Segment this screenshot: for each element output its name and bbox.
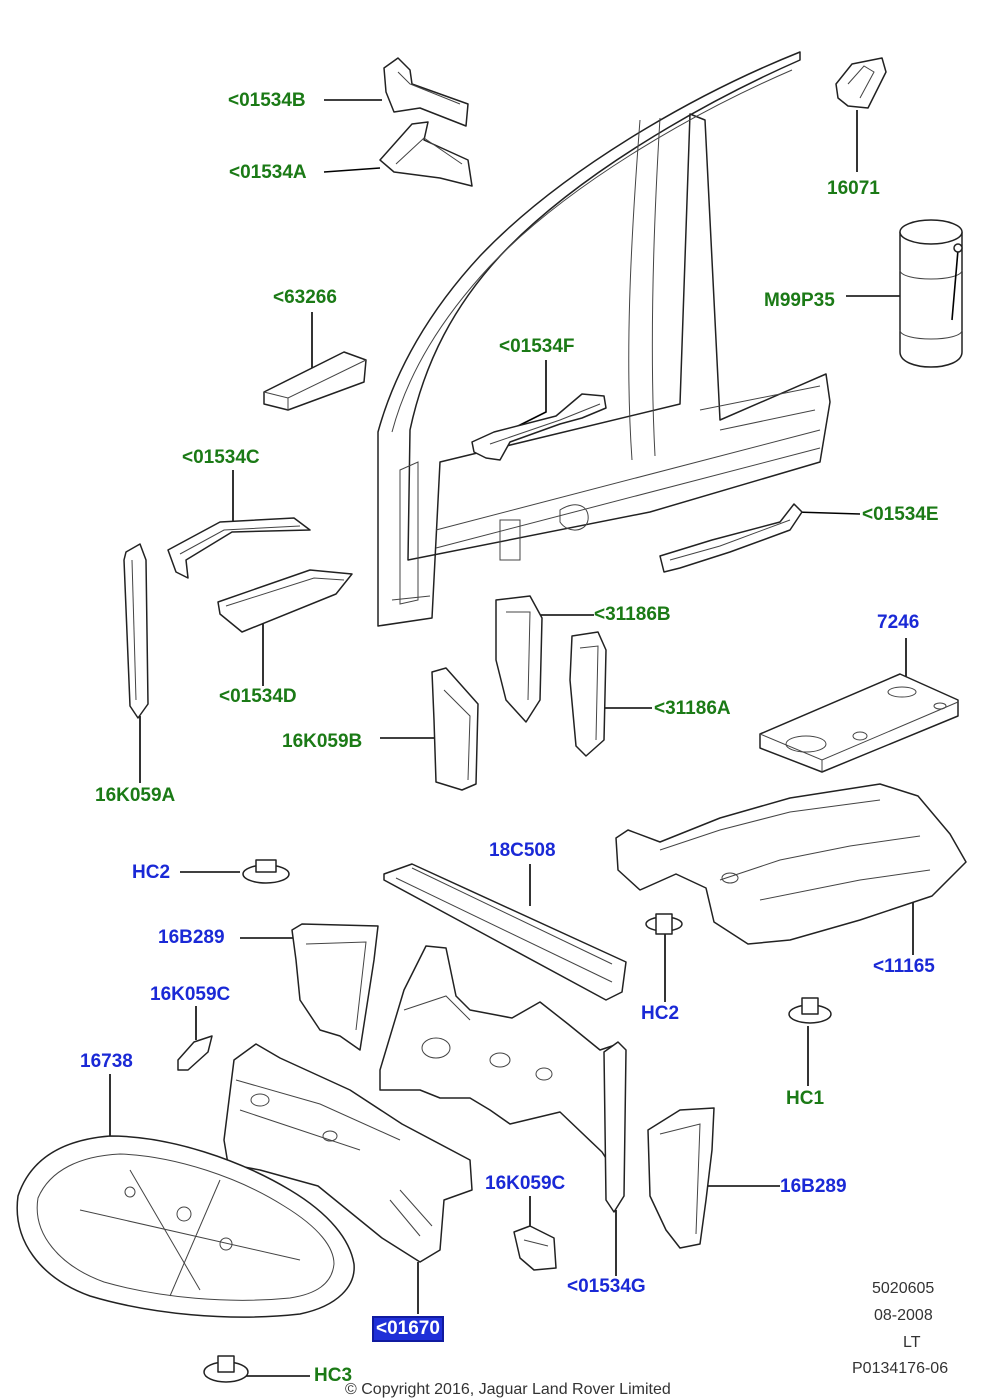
callout-16071[interactable]: 16071	[827, 178, 880, 199]
callout-M99P35[interactable]: M99P35	[764, 290, 835, 311]
hc2-fastener-right	[645, 913, 683, 935]
part-16K059C-left	[177, 1035, 213, 1071]
callout-HC1[interactable]: HC1	[786, 1088, 825, 1109]
callout-11165[interactable]: <11165	[873, 956, 935, 977]
callout-01534F[interactable]: <01534F	[499, 336, 575, 357]
part-16K059C-right	[513, 1225, 557, 1271]
callout-16K059C-right[interactable]: 16K059C	[485, 1173, 566, 1194]
part-7246	[759, 673, 959, 773]
callout-01534C[interactable]: <01534C	[182, 447, 260, 468]
hc1-fastener	[788, 997, 832, 1024]
leader-lines	[109, 99, 914, 1377]
callout-16B289-right[interactable]: 16B289	[780, 1176, 847, 1197]
part-dash-panel-lower-01670	[223, 1043, 473, 1263]
callout-01534D[interactable]: <01534D	[219, 686, 297, 707]
callout-01534E[interactable]: <01534E	[862, 504, 939, 525]
part-01534G	[603, 1041, 627, 1213]
part-16K059B	[431, 667, 479, 791]
diagram-code: 5020605	[872, 1280, 935, 1297]
diagram-date: 08-2008	[874, 1307, 933, 1324]
fasteners	[203, 859, 832, 1383]
part-M99P35-can	[899, 219, 963, 368]
part-01534F	[471, 393, 607, 461]
callout-01534G[interactable]: <01534G	[567, 1276, 646, 1297]
part-01534E	[659, 503, 803, 573]
part-16B289-left	[291, 923, 379, 1051]
callout-16K059A[interactable]: 16K059A	[95, 785, 176, 806]
part-18C508	[383, 863, 627, 1001]
callout-01534A[interactable]: <01534A	[229, 162, 307, 183]
callout-16K059B[interactable]: 16K059B	[282, 731, 363, 752]
part-01534C	[167, 517, 311, 579]
body-side-panel	[377, 51, 831, 627]
part-16738-tray	[16, 1135, 355, 1318]
hc3-fastener	[203, 1355, 249, 1383]
callout-16K059C-left[interactable]: 16K059C	[150, 984, 231, 1005]
callout-HC3[interactable]: HC3	[314, 1365, 353, 1386]
callout-63266[interactable]: <63266	[273, 287, 337, 308]
callout-16738[interactable]: 16738	[80, 1051, 133, 1072]
callout-01670-selected[interactable]: <01670	[372, 1316, 444, 1342]
part-16071	[835, 57, 887, 109]
part-31186B	[495, 595, 543, 723]
callout-HC2-left[interactable]: HC2	[132, 862, 171, 883]
plate-number: P0134176-06	[852, 1360, 949, 1377]
part-63266	[263, 351, 367, 411]
copyright-notice: © Copyright 2016, Jaguar Land Rover Limi…	[345, 1381, 671, 1398]
part-01534A	[379, 121, 473, 187]
part-11165	[615, 783, 967, 945]
part-16K059A	[123, 543, 149, 719]
callout-01534B[interactable]: <01534B	[228, 90, 306, 111]
callout-HC2-right[interactable]: HC2	[641, 1003, 680, 1024]
part-01534D	[217, 569, 353, 633]
callout-16B289-left[interactable]: 16B289	[158, 927, 225, 948]
part-16B289-right	[647, 1107, 715, 1249]
callout-31186A[interactable]: <31186A	[654, 698, 731, 719]
diagram-market: LT	[903, 1334, 921, 1351]
part-31186A	[569, 631, 607, 757]
callout-18C508[interactable]: 18C508	[489, 840, 556, 861]
part-01534B	[383, 57, 469, 127]
hc2-fastener-left	[242, 859, 290, 884]
callout-31186B[interactable]: <31186B	[594, 604, 671, 625]
callout-7246[interactable]: 7246	[877, 612, 920, 633]
